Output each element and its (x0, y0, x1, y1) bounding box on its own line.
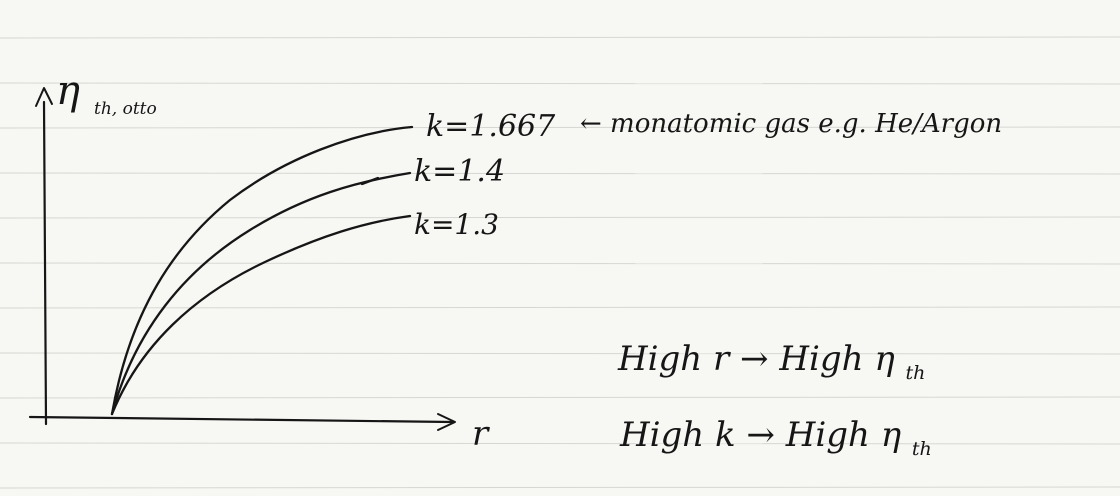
ruled-line (0, 172, 1120, 175)
series-labels: k=1.667 ← monatomic gas e.g. He/Argon k=… (414, 109, 1002, 241)
x-axis-label: r (472, 414, 490, 454)
curve-k-1-3 (110, 214, 412, 416)
note-high-k-subscript: th (912, 438, 932, 460)
y-axis-label-symbol: η (56, 68, 80, 114)
ruled-line (0, 36, 1120, 39)
ruled-line (0, 306, 1120, 309)
axes (28, 87, 456, 431)
series-label-k-1-667: k=1.667 (426, 109, 556, 144)
x-axis-arrow-head (437, 413, 456, 431)
curve-k-1-667 (110, 125, 414, 416)
ruled-line (0, 126, 1120, 129)
note-high-k: High k → High η th (619, 415, 932, 460)
note-high-r-subscript: th (906, 362, 926, 384)
series-curves (110, 125, 414, 416)
conclusion-notes: High r → High η th High k → High η th (617, 339, 932, 460)
curve-k-1-4-stroke-tail (360, 176, 380, 186)
ruled-line (0, 486, 1120, 489)
y-axis (42, 100, 48, 426)
curve-k-1-4 (110, 171, 412, 416)
note-high-k-text: High k → High η (619, 415, 902, 455)
ruled-line (0, 262, 1120, 265)
ruled-line (0, 442, 1120, 445)
ruled-line (0, 82, 1120, 85)
ruled-line (0, 396, 1120, 399)
series-label-k-1-3: k=1.3 (414, 208, 499, 241)
series-annotation-monatomic: ← monatomic gas e.g. He/Argon (580, 109, 1002, 139)
note-high-r-text: High r → High η (617, 339, 895, 379)
ruled-line (0, 352, 1120, 355)
x-axis (28, 415, 454, 424)
ruled-line (0, 216, 1120, 219)
note-high-r: High r → High η th (617, 339, 925, 384)
y-axis-label: η th, otto (56, 68, 157, 119)
series-label-k-1-4: k=1.4 (414, 154, 505, 189)
ruled-lines (0, 36, 1120, 489)
y-axis-arrow-head (35, 87, 53, 107)
y-axis-label-subscript: th, otto (94, 99, 157, 119)
